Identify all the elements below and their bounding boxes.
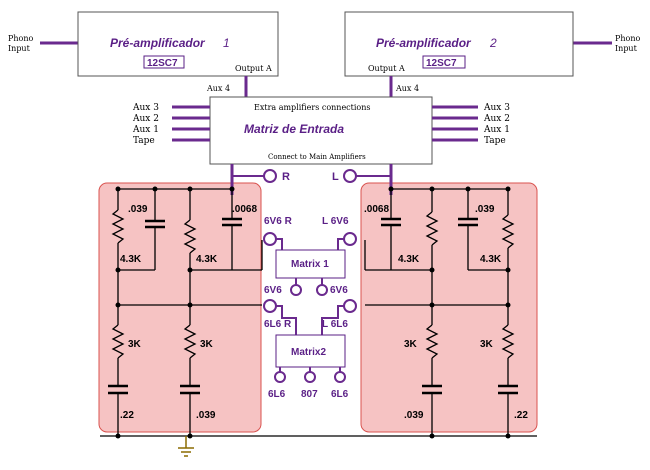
matrix2-top-right: L 6L6: [322, 319, 348, 330]
preamp-1-block: Pré-amplificador 1 12SC7 Output A: [77, 11, 279, 77]
left-cap2-label: .0068: [232, 204, 257, 215]
left-network-panel: [98, 182, 262, 433]
matrix1-bottom-left: 6V6: [264, 285, 282, 296]
matrix2-top-left: 6L6 R: [264, 319, 292, 330]
phono-right-line2: Input: [615, 44, 638, 53]
channel-r-label: R: [282, 171, 290, 183]
input-left-aux1: Aux 1: [132, 125, 159, 135]
preamp-2-tube: 12SC7: [426, 58, 457, 69]
phono-left-line1: Phono: [8, 34, 34, 43]
matrix1-bottom-right: 6V6: [330, 285, 348, 296]
right-network-panel: [360, 182, 538, 433]
right-res4-label: 3K: [480, 339, 494, 350]
matrix2-out2: 807: [301, 389, 318, 400]
left-res2-label: 4.3K: [196, 254, 218, 265]
left-cap4-label: .039: [196, 410, 216, 421]
matrix2-label: Matrix2: [291, 347, 326, 358]
preamp-2-number: 2: [489, 36, 497, 50]
right-cap1-label: .0068: [364, 204, 389, 215]
left-res4-label: 3K: [200, 339, 214, 350]
right-res2-label: 4.3K: [480, 254, 502, 265]
input-left-tape: Tape: [133, 136, 155, 146]
left-cap1-label: .039: [128, 204, 148, 215]
phono-input-right: Phono Input: [573, 34, 641, 53]
right-cap3-label: .039: [404, 410, 424, 421]
left-res3-label: 3K: [128, 339, 142, 350]
inputs-right: Aux 3 Aux 2 Aux 1 Tape: [432, 103, 510, 146]
preamp-1-tube: 12SC7: [147, 58, 178, 69]
left-cap3-label: .22: [120, 410, 134, 421]
channel-l-label: L: [332, 171, 339, 183]
aux4-left: Aux 4: [206, 84, 230, 93]
matriz-bottom-label: Connect to Main Amplifiers: [268, 153, 366, 161]
right-res1-label: 4.3K: [398, 254, 420, 265]
phono-input-left: Phono Input: [8, 34, 78, 53]
input-right-aux1: Aux 1: [483, 125, 510, 135]
input-left-aux2: Aux 2: [132, 114, 159, 124]
matrix1-top-left: 6V6 R: [264, 216, 293, 227]
right-res3-label: 3K: [404, 339, 418, 350]
preamp-2-block: Pré-amplificador 2 12SC7 Output A: [344, 11, 574, 77]
phono-right-line1: Phono: [615, 34, 641, 43]
left-network: [108, 188, 263, 436]
matrix2-out3: 6L6: [331, 389, 349, 400]
matriz-top-label: Extra amplifiers connections: [254, 103, 371, 112]
preamp-1-title: Pré-amplificador: [110, 36, 206, 50]
matriz-title: Matriz de Entrada: [244, 122, 344, 136]
input-left-aux3: Aux 3: [132, 103, 159, 113]
matrix-2: 6L6 R L 6L6 Matrix2 6L6 807 6L6: [263, 299, 357, 400]
inputs-left: Aux 3 Aux 2 Aux 1 Tape: [132, 103, 210, 146]
aux4-right: Aux 4: [395, 84, 419, 93]
matrix2-out1: 6L6: [268, 389, 286, 400]
input-right-aux2: Aux 2: [483, 114, 510, 124]
phono-left-line2: Input: [8, 44, 31, 53]
input-right-tape: Tape: [484, 136, 506, 146]
right-cap2-label: .039: [475, 204, 495, 215]
preamp-2-title: Pré-amplificador: [376, 36, 472, 50]
preamp-2-output: Output A: [368, 64, 405, 73]
preamp-1-number: 1: [223, 36, 230, 50]
preamp-1-output: Output A: [235, 64, 272, 73]
ground-icon: [178, 436, 194, 457]
input-right-aux3: Aux 3: [483, 103, 510, 113]
matrix1-top-right: L 6V6: [322, 216, 349, 227]
matrix-1: 6V6 R L 6V6 Matrix 1 6V6 6V6: [263, 216, 357, 296]
left-res1-label: 4.3K: [120, 254, 142, 265]
right-network: [364, 188, 518, 436]
matrix1-label: Matrix 1: [291, 259, 329, 270]
matriz-de-entrada: Extra amplifiers connections Matriz de E…: [209, 96, 433, 165]
right-cap4-label: .22: [514, 410, 528, 421]
